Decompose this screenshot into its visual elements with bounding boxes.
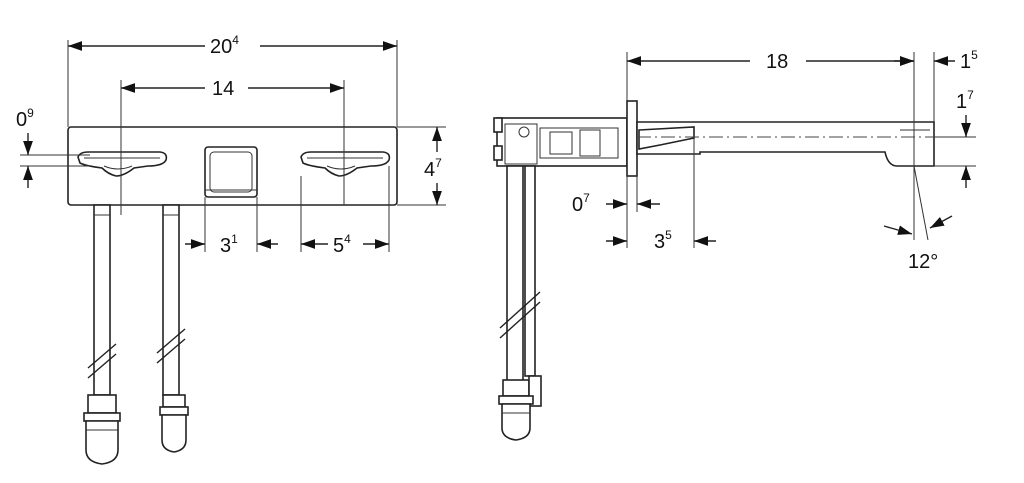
dim-tip-height: 17	[934, 88, 976, 188]
plate-thickness-value: 0	[572, 194, 583, 216]
dim-plate-thickness: 07	[572, 176, 660, 248]
height-value: 4	[424, 159, 435, 181]
dim-tip-offset: 15	[894, 48, 978, 122]
front-view: 204 14 47 09	[16, 33, 446, 465]
mounting-flange	[626, 100, 638, 177]
overall-width-value: 20	[210, 36, 232, 58]
dim-height: 47	[397, 126, 446, 206]
right-hose	[156, 204, 189, 453]
tip-offset-sup: 5	[971, 48, 978, 62]
dim-handle-spacing: 14	[120, 78, 345, 215]
height-sup: 7	[435, 156, 442, 170]
tip-height-sup: 7	[967, 88, 974, 102]
spout	[636, 121, 972, 167]
handle-offset-value: 0	[16, 109, 27, 131]
projection-value: 3	[654, 231, 665, 253]
handle-width-sup: 4	[344, 232, 351, 246]
handle-spacing-value: 14	[212, 78, 234, 100]
svg-text:17: 17	[956, 88, 974, 113]
center-control	[204, 146, 258, 198]
svg-text:47: 47	[424, 156, 442, 181]
svg-text:35: 35	[654, 228, 672, 253]
svg-text:31: 31	[220, 232, 238, 257]
svg-text:54: 54	[333, 232, 351, 257]
dim-handle-width: 54	[300, 166, 390, 257]
dim-handle-offset: 09	[16, 106, 90, 188]
tip-height-value: 1	[956, 91, 967, 113]
svg-text:15: 15	[960, 48, 978, 73]
dim-projection: 35	[606, 138, 716, 253]
side-view: 18 15 17 07 35	[493, 48, 978, 441]
dim-center-gap: 31	[185, 197, 278, 257]
svg-text:07: 07	[572, 191, 590, 216]
spout-length-value: 18	[766, 51, 788, 73]
svg-text:204: 204	[210, 33, 239, 58]
left-handle	[77, 151, 168, 177]
overall-width-sup: 4	[232, 33, 239, 47]
handle-offset-sup: 9	[27, 106, 34, 120]
angle-value: 12°	[908, 251, 938, 273]
dim-overall-width: 204	[67, 33, 398, 127]
side-hoses	[498, 165, 542, 441]
handle-width-value: 5	[333, 235, 344, 257]
dim-angle: 12°	[883, 165, 953, 273]
projection-sup: 5	[665, 228, 672, 242]
right-handle	[300, 151, 391, 177]
plate-thickness-sup: 7	[583, 191, 590, 205]
center-gap-sup: 1	[231, 232, 238, 246]
wall-box	[493, 117, 628, 167]
center-gap-value: 3	[220, 235, 231, 257]
tip-offset-value: 1	[960, 51, 971, 73]
left-hose	[83, 204, 121, 465]
svg-text:09: 09	[16, 106, 34, 131]
dim-spout-length: 18	[626, 51, 915, 175]
